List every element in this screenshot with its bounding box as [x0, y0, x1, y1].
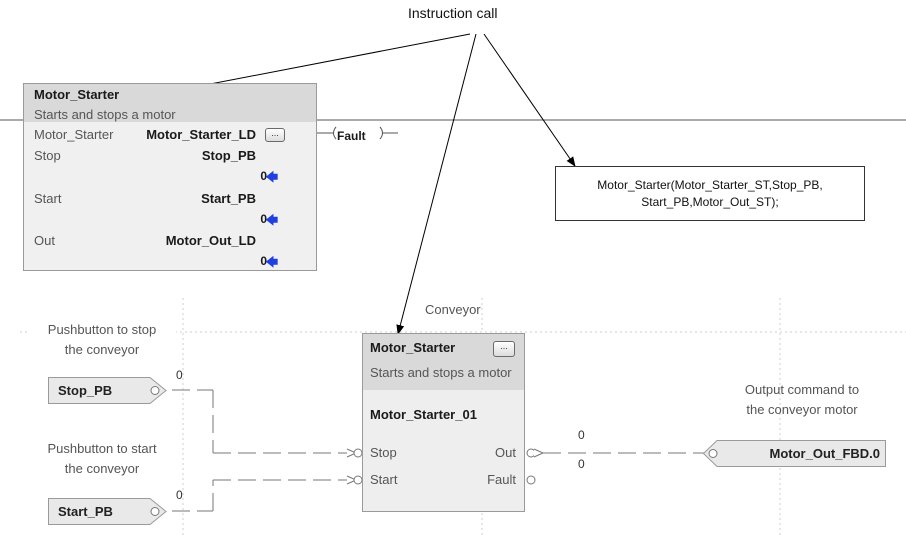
pin-start[interactable]: Start [370, 472, 398, 487]
st-line-1: Motor_Starter(Motor_Starter_ST,Stop_PB, [597, 178, 823, 192]
fbd-block-title: Motor_Starter [370, 340, 456, 355]
output-value-out: 0 [578, 428, 585, 442]
input-comment-start: Pushbutton to start the conveyor [28, 439, 176, 479]
ladder-instruction-block[interactable]: Motor_Starter Starts and stops a motor M… [23, 83, 317, 271]
ladder-block-header: Motor_Starter Starts and stops a motor [24, 84, 316, 122]
ladder-row-label: Out [34, 233, 55, 248]
output-value-fault: 0 [578, 457, 585, 471]
ladder-row-num: 0 [260, 169, 267, 183]
callout-arrow-st [483, 33, 576, 167]
output-tag: Motor_Out_FBD.0 [769, 446, 881, 461]
input-value-start: 0 [176, 488, 183, 502]
ladder-row-num: 0 [260, 254, 267, 268]
fbd-block-tag[interactable]: Motor_Starter_01 [370, 407, 477, 422]
ladder-row-value[interactable]: Motor_Out_LD [165, 233, 256, 248]
fbd-sheet-label: Conveyor [425, 302, 481, 317]
fault-coil[interactable]: Fault [337, 129, 366, 143]
structured-text-box[interactable]: Motor_Starter(Motor_Starter_ST,Stop_PB, … [555, 166, 865, 221]
blue-arrow-icon: 🡄 [265, 170, 278, 184]
input-reference-stop[interactable]: Stop_PB [48, 377, 174, 404]
pin-stop[interactable]: Stop [370, 445, 397, 460]
output-reference-shape [703, 440, 886, 467]
input-tag-stop: Stop_PB [58, 383, 113, 398]
fbd-properties-button[interactable]: ... [493, 341, 515, 357]
comment-line: Pushbutton to stop [47, 322, 157, 337]
pin-fault[interactable]: Fault [487, 472, 516, 487]
blue-arrow-icon: 🡄 [265, 213, 278, 227]
input-reference-shape [48, 498, 167, 525]
fbd-block-description: Starts and stops a motor [370, 365, 512, 380]
blue-arrow-icon: 🡄 [265, 255, 278, 269]
input-tag-start: Start_PB [58, 504, 113, 519]
ladder-block-description: Starts and stops a motor [34, 107, 176, 122]
ladder-row-value[interactable]: Start_PB [201, 191, 256, 206]
ladder-row-label: Stop [34, 148, 61, 163]
input-reference-shape [48, 377, 167, 404]
ladder-block-title: Motor_Starter [34, 87, 120, 102]
output-reference[interactable]: Motor_Out_FBD.0 [703, 440, 886, 467]
comment-line: the conveyor [64, 342, 140, 357]
ladder-row-label: Motor_Starter [34, 127, 114, 142]
pin-out[interactable]: Out [495, 445, 516, 460]
ladder-row-value[interactable]: Motor_Starter_LD [146, 127, 256, 142]
st-line-2: Start_PB,Motor_Out_ST); [641, 195, 779, 209]
comment-line: the conveyor motor [746, 402, 858, 417]
fbd-block-header: Motor_Starter ... Starts and stops a mot… [363, 334, 524, 390]
ladder-properties-button[interactable]: ... [265, 128, 285, 142]
ladder-row-label: Start [34, 191, 62, 206]
input-reference-start[interactable]: Start_PB [48, 498, 174, 525]
ladder-row-value[interactable]: Stop_PB [201, 148, 256, 163]
instruction-call-label: Instruction call [408, 5, 498, 21]
output-comment: Output command to the conveyor motor [722, 380, 882, 420]
comment-line: Pushbutton to start [47, 441, 157, 456]
ladder-row-num: 0 [260, 212, 267, 226]
comment-line: the conveyor [64, 461, 140, 476]
fbd-instruction-block[interactable]: Motor_Starter ... Starts and stops a mot… [362, 333, 525, 512]
input-value-stop: 0 [176, 368, 183, 382]
input-comment-stop: Pushbutton to stop the conveyor [28, 320, 176, 360]
comment-line: Output command to [744, 382, 860, 397]
callout-arrow-fbd [396, 33, 477, 335]
